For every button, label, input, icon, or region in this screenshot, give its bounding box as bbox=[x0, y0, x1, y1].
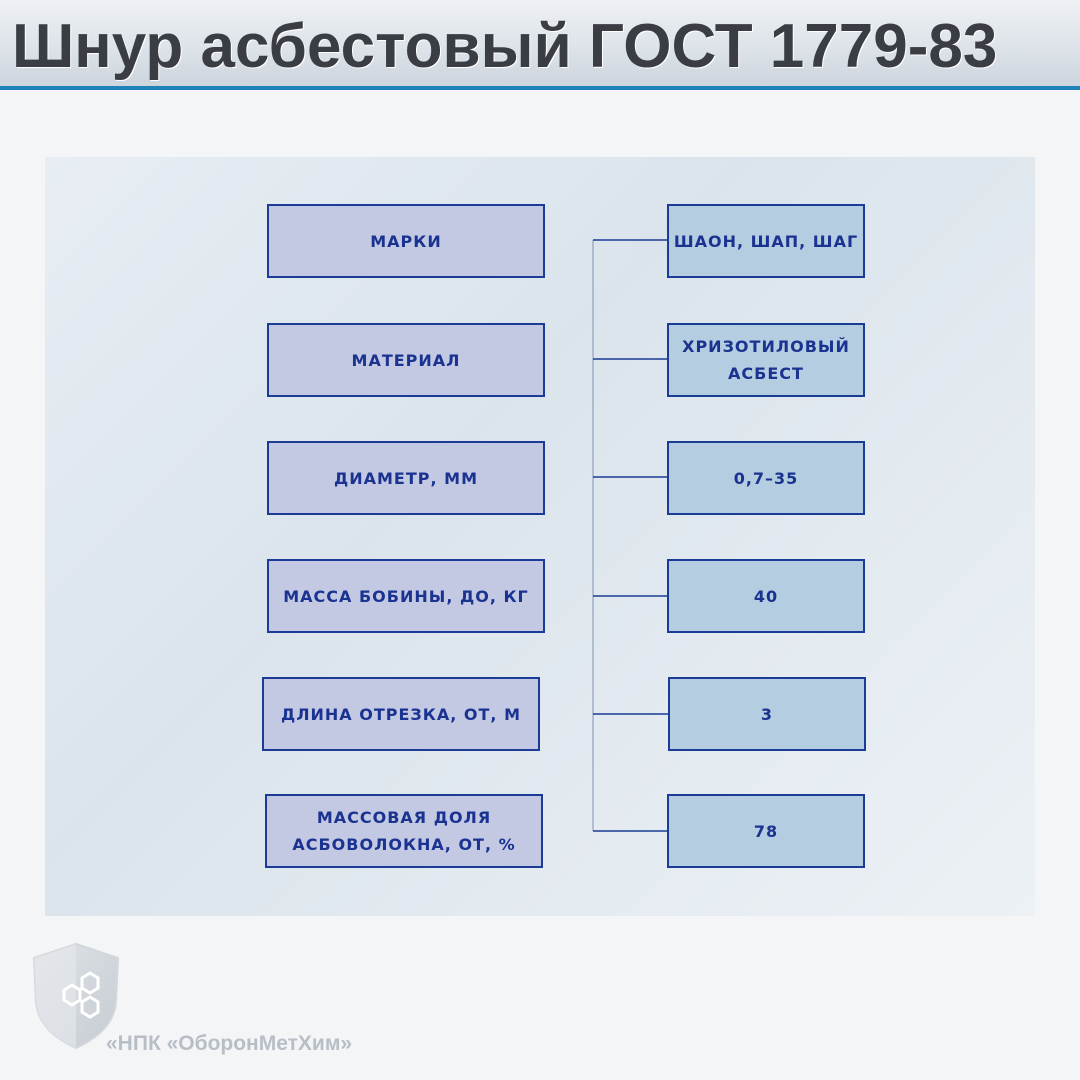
label-box-material: МАТЕРИАЛ bbox=[267, 323, 545, 397]
label-box-grades: МАРКИ bbox=[267, 204, 545, 278]
value-box-fiber-fraction: 78 bbox=[667, 794, 865, 868]
company-name: «НПК «ОборонМетХим» bbox=[106, 1032, 353, 1055]
label-box-bobbin-mass: МАССА БОБИНЫ, ДО, КГ bbox=[267, 559, 545, 633]
label-box-segment-length: ДЛИНА ОТРЕЗКА, ОТ, М bbox=[262, 677, 540, 751]
value-box-segment-length: 3 bbox=[668, 677, 866, 751]
label-box-fiber-fraction: МАССОВАЯ ДОЛЯ АСБОВОЛОКНА, ОТ, % bbox=[265, 794, 543, 868]
page-title: Шнур асбестовый ГОСТ 1779-83 bbox=[12, 12, 998, 81]
value-box-grades: ШАОН, ШАП, ШАГ bbox=[667, 204, 865, 278]
shield-molecule-icon bbox=[32, 942, 120, 1050]
value-box-diameter: 0,7–35 bbox=[667, 441, 865, 515]
label-box-diameter: ДИАМЕТР, ММ bbox=[267, 441, 545, 515]
diagram-panel bbox=[45, 157, 1035, 916]
value-box-material: ХРИЗОТИЛОВЫЙ АСБЕСТ bbox=[667, 323, 865, 397]
header-bar: Шнур асбестовый ГОСТ 1779-83 bbox=[0, 0, 1080, 90]
value-box-bobbin-mass: 40 bbox=[667, 559, 865, 633]
